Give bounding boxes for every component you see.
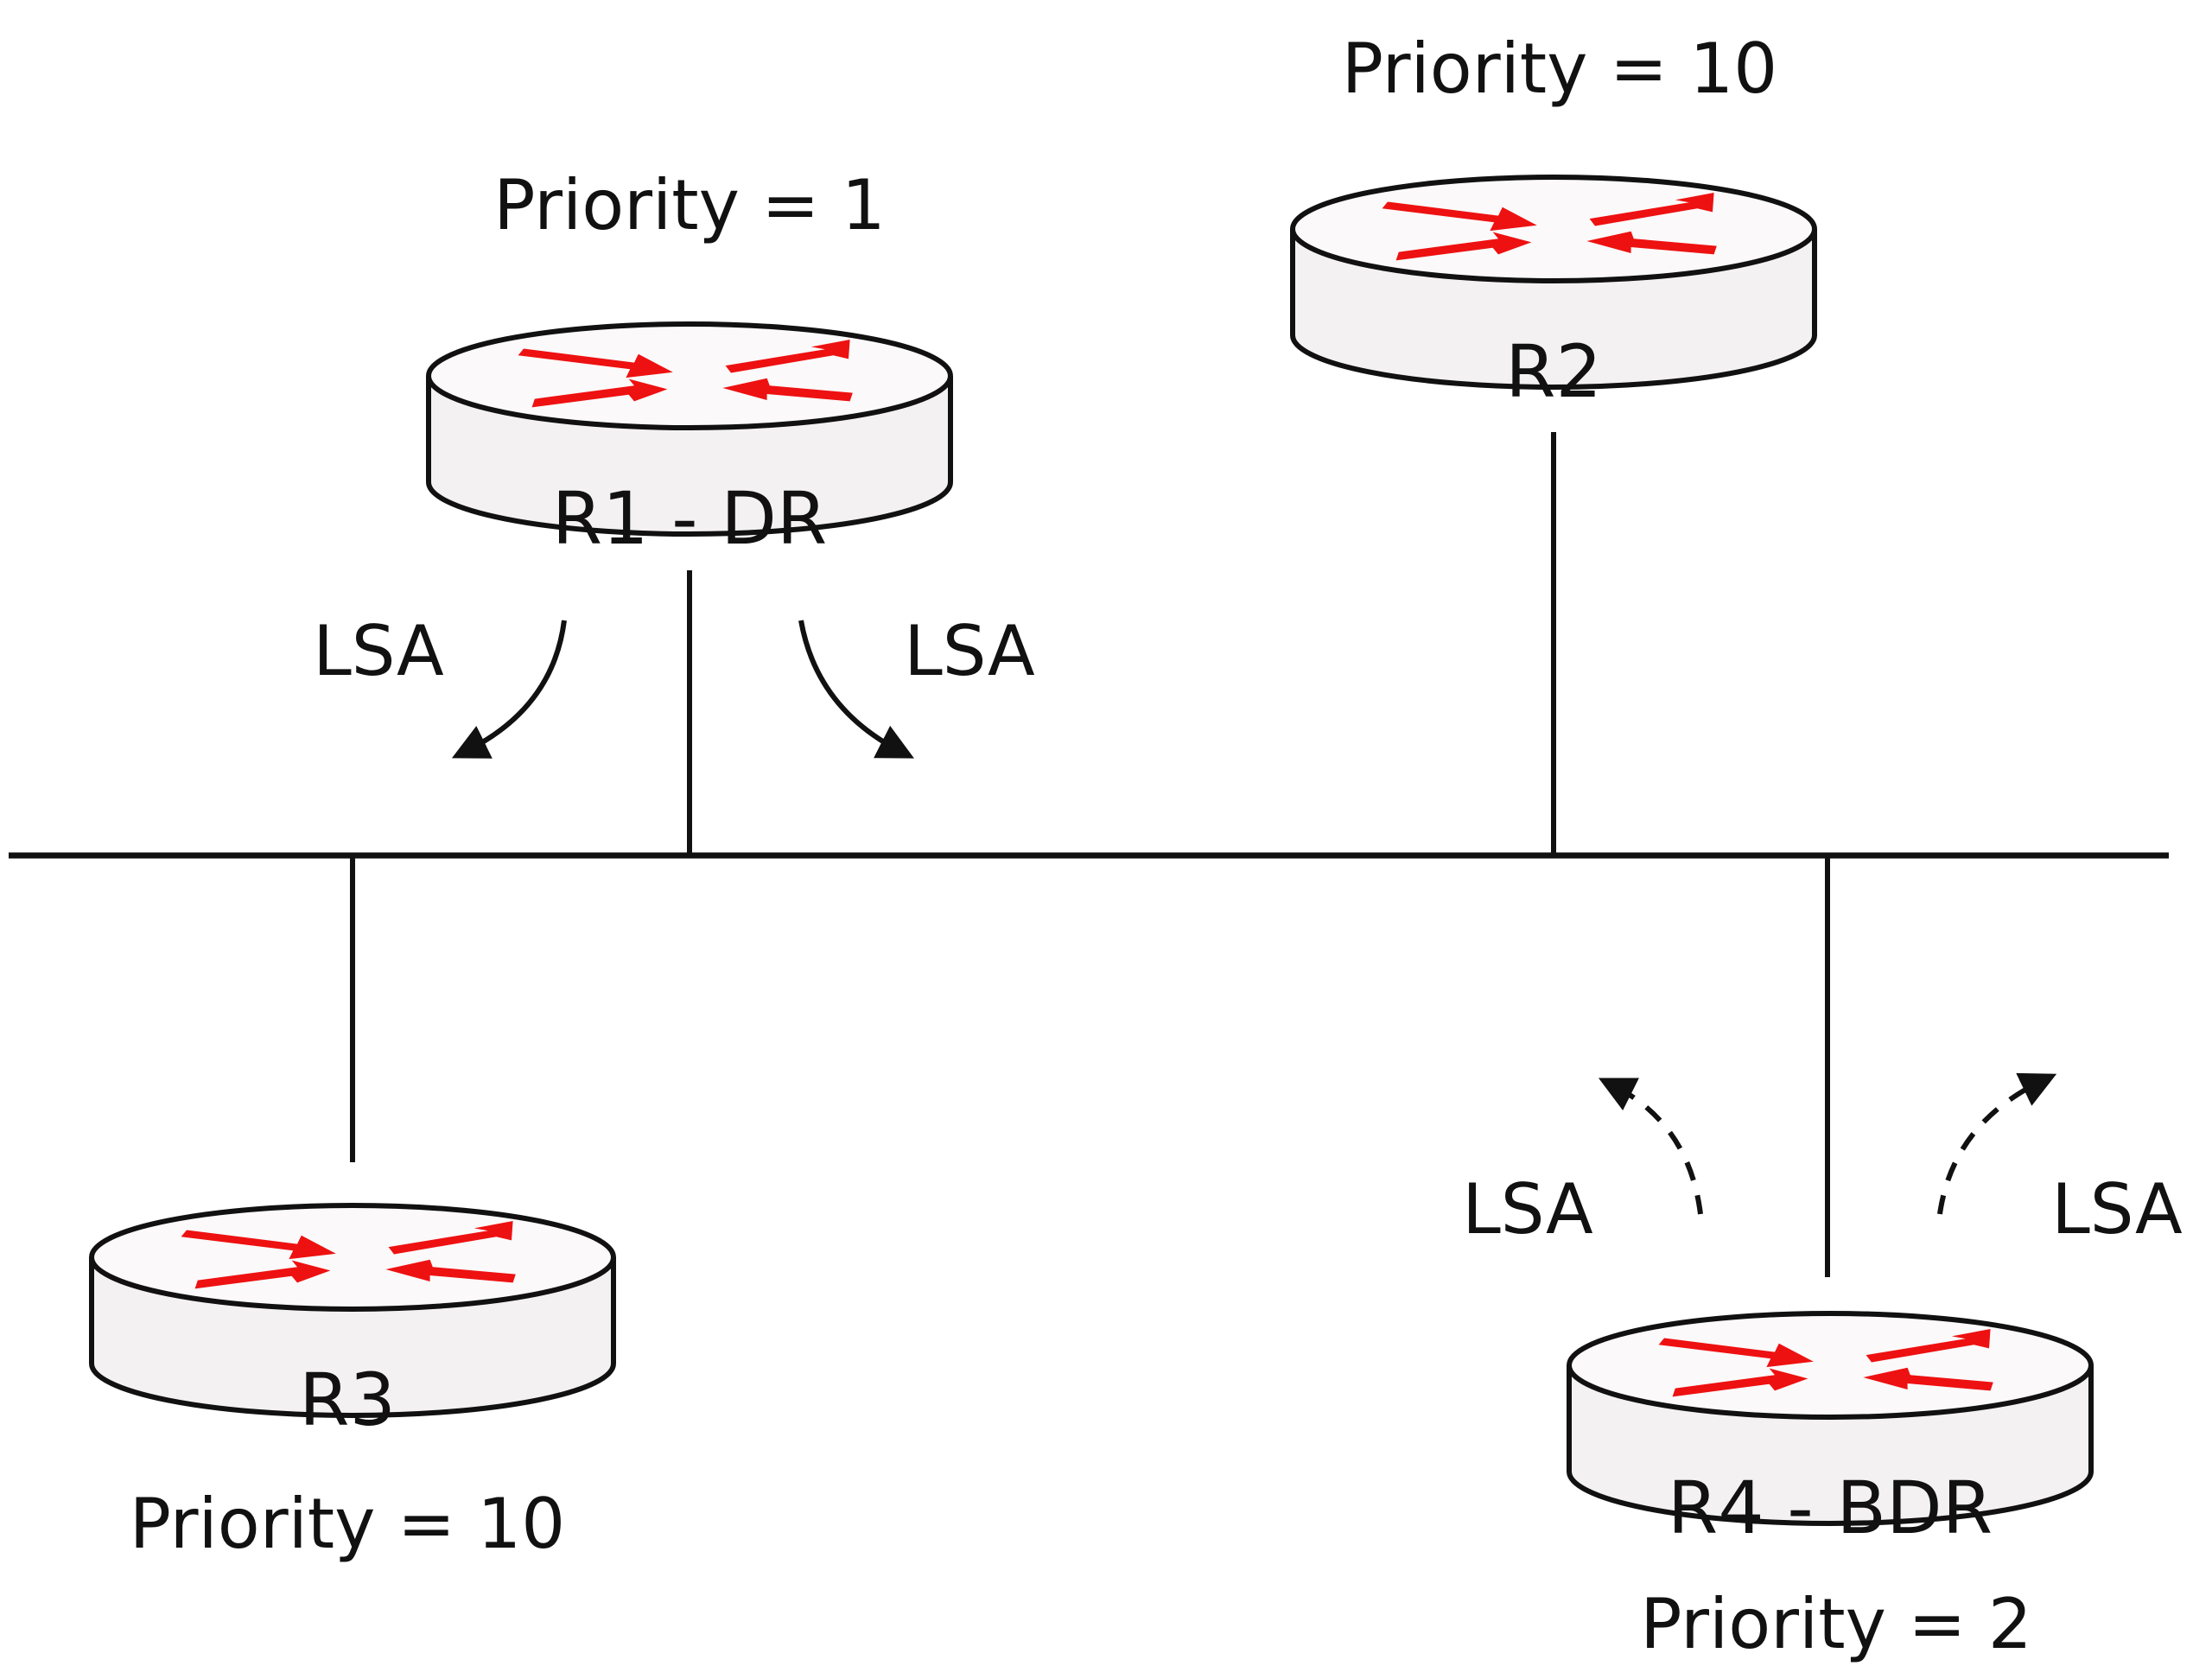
r4-name-label: R4 - BDR [1667, 1466, 1993, 1550]
r1-name-label: R1 - DR [551, 476, 828, 561]
lsa-label-r4-right: LSA [2051, 1169, 2183, 1250]
lsa-arrow-r4-left-icon [1598, 1078, 1703, 1215]
r3-priority-label: Priority = 10 [129, 1484, 566, 1564]
r2-name-label: R2 [1505, 329, 1602, 414]
r2-priority-label: Priority = 10 [1341, 29, 1778, 109]
lsa-label-r4-left: LSA [1462, 1169, 1593, 1250]
lsa-arrow-r1-right-icon [798, 620, 914, 759]
lsa-label-r1-left: LSA [313, 611, 444, 691]
r3-name-label: R3 [299, 1358, 396, 1442]
r4-priority-label: Priority = 2 [1640, 1584, 2032, 1664]
r1-priority-label: Priority = 1 [493, 165, 886, 245]
lsa-label-r1-right: LSA [904, 611, 1035, 691]
lsa-arrow-r1-left-icon [451, 620, 567, 759]
lsa-arrow-r4-right-icon [1937, 1072, 2057, 1215]
